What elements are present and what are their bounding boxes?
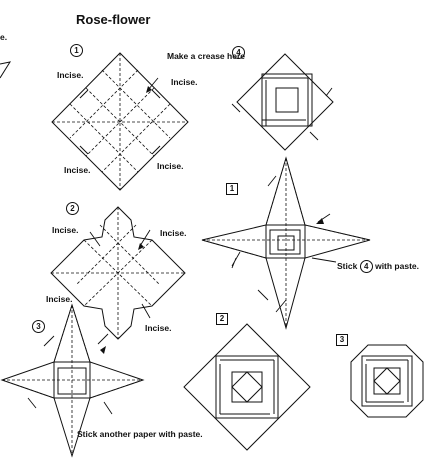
incise-label-2c: Incise. (46, 294, 73, 304)
step2-square (50, 206, 241, 340)
step2-badge: 2 (66, 202, 79, 215)
step2-number: 2 (66, 202, 79, 215)
diagram-title: Rose-flower (76, 12, 151, 27)
step4-number: 4 (232, 46, 245, 59)
stick-note-post: with paste. (375, 261, 420, 271)
incise-label-1b: Incise. (171, 77, 198, 87)
stepb2-badge: 2 (216, 313, 228, 325)
step1-square (51, 52, 189, 191)
incise-label-1a: Incise. (57, 70, 84, 80)
step3-number: 3 (32, 320, 45, 333)
left-edge-fragment (0, 61, 12, 79)
stick-another-note: Stick another paper with paste. (77, 429, 203, 439)
step4-badge: 4 (232, 46, 245, 59)
stick-note-ref: 4 (359, 260, 373, 273)
left-edge-text: e. (0, 32, 8, 42)
stick-leader-line (311, 257, 337, 263)
incise-label-2d: Incise. (145, 323, 172, 333)
crease-label: Make a crease here (167, 51, 245, 61)
incise-label-1c: Incise. (64, 165, 91, 175)
step1-badge: 1 (70, 44, 83, 57)
incise-label-1d: Incise. (157, 161, 184, 171)
step1-number: 1 (70, 44, 83, 57)
stick-note: Stick 4 with paste. (337, 260, 419, 273)
stepb3-flower (350, 344, 424, 418)
stepb3-badge: 3 (336, 334, 348, 346)
incise-label-2b: Incise. (160, 228, 187, 238)
stepb3-number: 3 (336, 334, 348, 346)
stepb1-badge: 1 (226, 183, 238, 195)
stick-note-pre: Stick (337, 261, 358, 271)
stepb2-number: 2 (216, 313, 228, 325)
stepb1-star (201, 156, 371, 330)
stepb2-square (183, 323, 311, 451)
step3-star (0, 303, 145, 458)
step3-badge: 3 (32, 320, 45, 333)
incise-label-2a: Incise. (52, 225, 79, 235)
step4-square (231, 53, 334, 151)
stepb1-number: 1 (226, 183, 238, 195)
